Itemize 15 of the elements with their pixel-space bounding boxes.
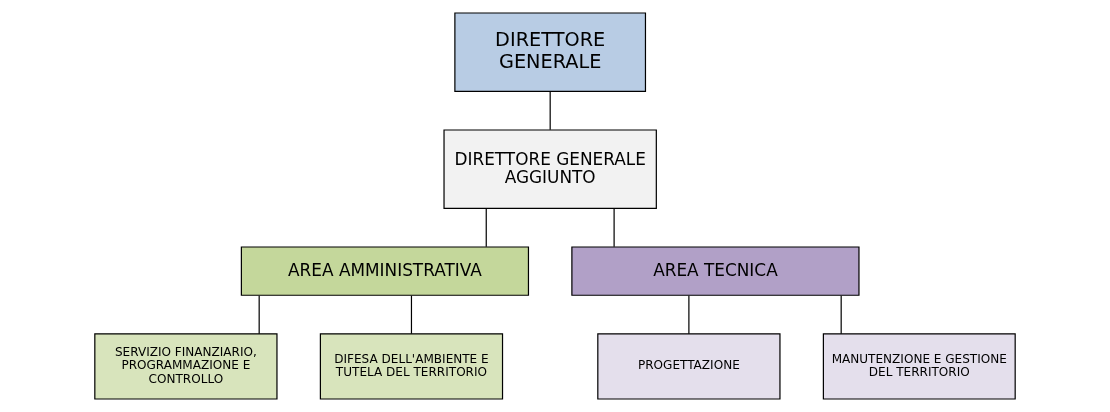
- node-box: AREA AMMINISTRATIVA: [240, 246, 530, 296]
- connector: [258, 295, 260, 335]
- node-box: DIRETTORE GENERALE AGGIUNTO: [443, 129, 657, 209]
- connector: [840, 295, 842, 335]
- connector: [613, 208, 615, 248]
- connector: [688, 295, 690, 335]
- connector: [549, 90, 551, 131]
- node-box: AREA TECNICA: [571, 246, 860, 296]
- node-box: PROGETTAZIONE: [597, 333, 781, 400]
- connector: [410, 295, 413, 335]
- node-box: DIRETTORE GENERALE: [454, 12, 647, 92]
- node-box: DIFESA DELL'AMBIENTE E TUTELA DEL TERRITORIO: [319, 333, 504, 400]
- connector: [485, 208, 487, 248]
- node-box: MANUTENZIONE E GESTIONE DEL TERRITORIO: [822, 333, 1016, 400]
- node-box: SERVIZIO FINANZIARIO, PROGRAMMAZIONE E CONTROLLO: [94, 333, 278, 400]
